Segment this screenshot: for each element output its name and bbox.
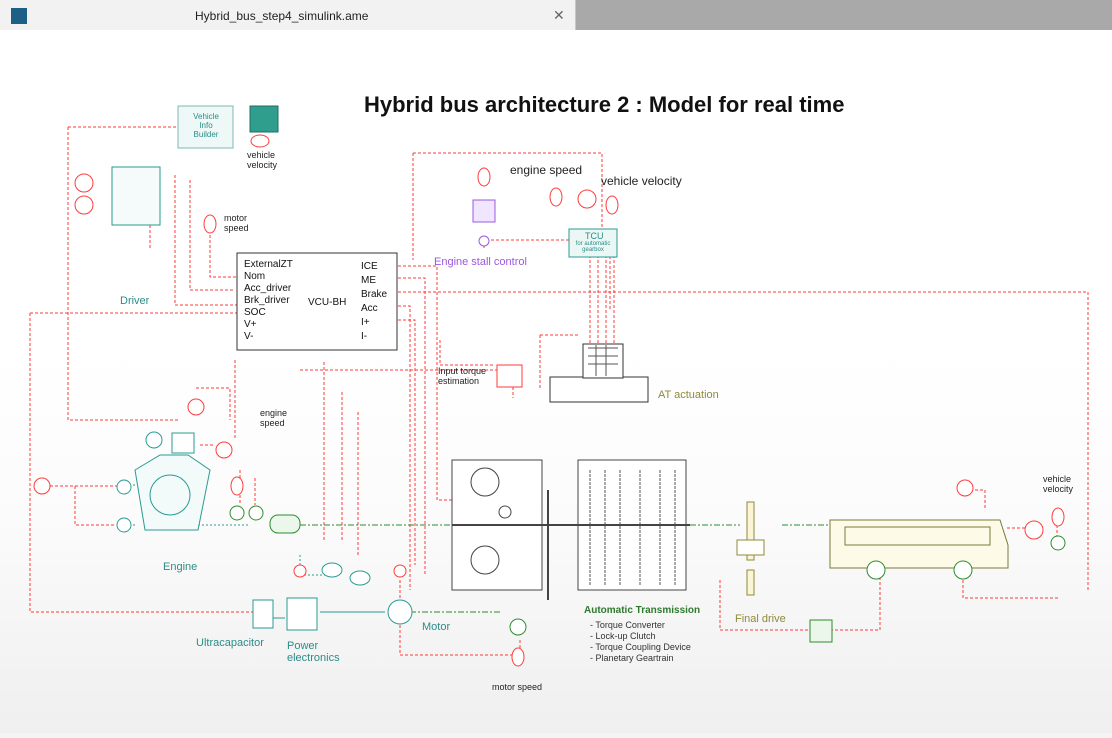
- ultracapacitor-label: Ultracapacitor: [196, 637, 264, 649]
- motor-speed-sensor: [203, 214, 217, 234]
- close-icon[interactable]: ✕: [553, 7, 565, 23]
- motor-block: [387, 599, 413, 625]
- brake-block: [809, 619, 833, 643]
- at-feature-item: - Torque Coupling Device: [590, 642, 691, 652]
- at-actuation-block: [549, 376, 649, 403]
- diagram-svg: [29, 105, 1089, 667]
- vehicle-info-label: Vehicle Info Builder: [193, 112, 219, 139]
- app-icon: [11, 8, 27, 24]
- engine-stall-label: Engine stall control: [434, 256, 527, 268]
- vehicle-info-block: [177, 105, 234, 149]
- tab-title: Hybrid_bus_step4_simulink.ame: [195, 9, 369, 23]
- vcu-output: I-: [361, 331, 368, 342]
- power-electronics-label: Power electronics: [287, 640, 340, 664]
- at-actuation-label: AT actuation: [658, 389, 719, 401]
- vehicle-velocity-right-label: vehicle velocity: [1043, 474, 1074, 494]
- vcu-input: SOC: [244, 307, 266, 318]
- tcu-label: TCU: [585, 231, 604, 241]
- motor-speed-small-label: motor speed: [224, 213, 249, 233]
- vehicle-icon: [249, 105, 279, 133]
- at-feature-list: - Torque Converter - Lock-up Clutch - To…: [590, 620, 691, 664]
- torque-estimation-block: [496, 364, 523, 388]
- at-feature-item: - Planetary Geartrain: [590, 653, 674, 663]
- driver-label: Driver: [120, 295, 150, 307]
- automatic-transmission-label: Automatic Transmission: [584, 605, 701, 616]
- vcu-output: Brake: [361, 289, 388, 300]
- vcu-input: ExternalZT: [244, 259, 293, 270]
- at-feature-item: - Lock-up Clutch: [590, 631, 656, 641]
- vcu-input: Acc_driver: [244, 283, 292, 294]
- tab-hybrid-bus[interactable]: Hybrid_bus_step4_simulink.ame ✕: [0, 0, 576, 30]
- diagram-canvas[interactable]: Hybrid bus architecture 2 : Model for re…: [0, 30, 1112, 733]
- engine-block: [134, 454, 211, 531]
- ultracapacitor-block: [252, 599, 274, 629]
- engine-speed-label: engine speed: [510, 163, 583, 177]
- tcu-block: [568, 228, 618, 258]
- vcu-block: [236, 252, 398, 351]
- final-drive: [746, 501, 755, 561]
- at-feature-item: - Torque Converter: [590, 620, 665, 630]
- engine-stall-block: [472, 199, 496, 223]
- vcu-input: V-: [244, 331, 254, 342]
- motor-label: Motor: [422, 621, 451, 633]
- bus-body: [829, 519, 1009, 569]
- final-drive-label: Final drive: [735, 613, 786, 625]
- vcu-input: V+: [244, 319, 257, 330]
- vcu-output: ME: [361, 275, 376, 286]
- vehicle-velocity-sensor: [250, 134, 270, 148]
- vcu-output: I+: [361, 317, 370, 328]
- vcu-name: VCU-BH: [308, 297, 347, 308]
- tab-bar: Hybrid_bus_step4_simulink.ame ✕: [0, 0, 1112, 31]
- power-electronics-block: [286, 597, 318, 631]
- signal-line: [67, 126, 180, 421]
- diagram-title: Hybrid bus architecture 2 : Model for re…: [364, 92, 845, 117]
- motor-speed-bottom-label: motor speed: [492, 682, 543, 692]
- driver-block: [111, 166, 161, 226]
- engine-speed-small-label: engine speed: [260, 408, 288, 428]
- vcu-input: Brk_driver: [244, 295, 290, 306]
- vcu-output: ICE: [361, 261, 378, 272]
- input-torque-label: Input torque estimation: [438, 366, 487, 386]
- vehicle-velocity-top-label: vehicle velocity: [247, 150, 278, 170]
- tcu-sub-label: for automatic gearbox: [575, 241, 611, 253]
- vcu-input: Nom: [244, 271, 266, 282]
- vehicle-velocity-mid-label: vehicle velocity: [601, 174, 682, 188]
- vcu-output: Acc: [361, 303, 378, 314]
- engine-label: Engine: [163, 561, 198, 573]
